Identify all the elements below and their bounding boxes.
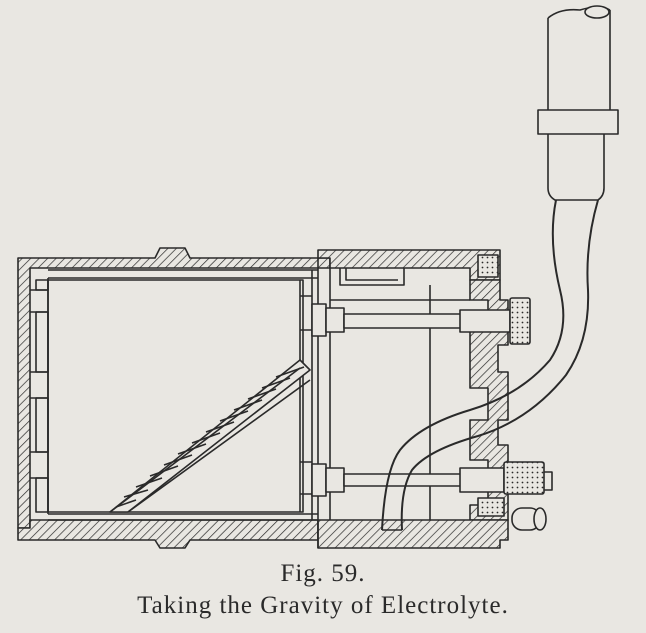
figure-caption: Taking the Gravity of Electrolyte. (137, 592, 509, 619)
right-cell-compartment (317, 249, 509, 549)
diagonal-twisted-strap (109, 359, 311, 513)
battery-cell-section-diagram (17, 5, 619, 549)
figure-number: Fig. 59. (280, 560, 366, 587)
drain-stub (511, 507, 547, 531)
upper-rod (311, 297, 531, 345)
lower-rod (311, 461, 553, 497)
syringe-hydrometer-tube (381, 5, 619, 531)
